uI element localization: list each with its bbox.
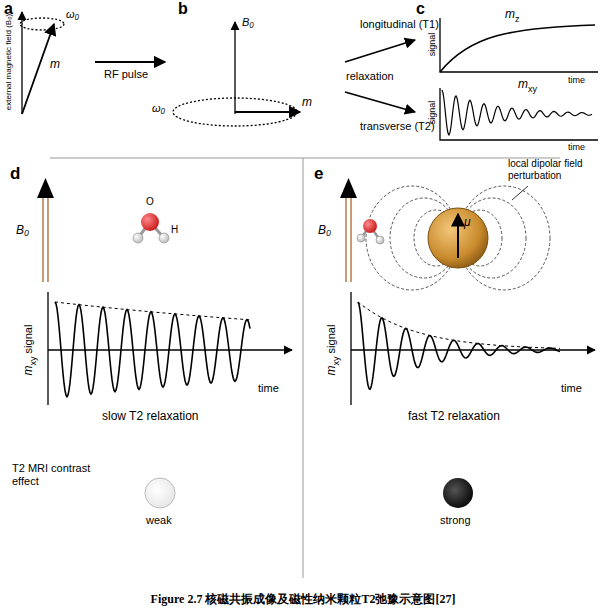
divider [50,158,560,159]
mxy-wave [358,302,560,389]
hydrogen-atom [159,233,169,243]
panel-letter: c [416,0,425,18]
atom-label: H [171,224,178,236]
text-group: mxy signal [18,325,39,376]
axis-label: time [561,382,582,395]
text-group: mz [505,4,520,25]
panel-letter: b [178,0,188,18]
signal-subscript: z [515,14,520,24]
plot-axis [47,292,48,405]
b0-axis [234,22,235,114]
precession-orbit [20,18,64,30]
text-group: mxy [518,74,537,95]
axis-label: time [568,75,585,85]
axis-label: B₀ [16,224,29,238]
plot-axis [350,292,351,405]
signal-name: m [518,77,528,91]
text-group: signal [421,33,439,60]
signal-name: m [505,7,515,21]
mz-curve [440,25,595,72]
panel-letter: d [10,164,20,184]
contrast-label: weak [146,514,172,527]
signal-subscript: xy [331,356,341,365]
dipole-field-lines [366,186,550,290]
relaxation-label: relaxation [346,70,394,83]
relaxation-caption: fast T2 relaxation [408,410,500,424]
oxygen-atom [363,219,377,233]
moment-label: μ [464,216,471,230]
envelope [55,302,250,320]
b0-arrow [350,196,351,282]
panel-letter: e [314,164,323,184]
drawing-part [20,12,598,578]
row-label: T2 MRI contrast effect [12,462,112,487]
figure-caption: Figure 2.7 核磁共振成像及磁性纳米颗粒T2弛豫示意图[27] [0,591,606,608]
strong-contrast-dot [443,478,473,508]
relax-arrow [345,92,415,112]
signal-name: m [21,365,35,375]
vector-label: m [302,96,312,110]
axis-label: signal [325,325,337,354]
moment-arrow [457,214,459,258]
rf-arrow [95,61,165,63]
relaxation-caption: slow T2 relaxation [102,410,199,424]
weak-contrast-dot [145,478,175,508]
b0-arrow [345,196,346,282]
signal-subscript: xy [28,356,38,365]
frequency-label: ω₀ [66,8,79,21]
contrast-label: strong [440,514,471,527]
envelope [358,302,560,348]
relaxation-type: longitudinal (T1) [360,18,439,31]
b0-arrowhead [37,178,54,198]
step-label: RF pulse [104,68,148,81]
signal-subscript: xy [528,84,537,94]
b0-arrow [42,196,43,282]
vector-label: m [50,58,60,72]
b0-axis [21,12,22,114]
hydrogen-atom [357,234,365,242]
relaxation-type: transverse (T2) [360,120,435,133]
axis-label: signal [427,33,437,57]
signal-name: m [324,365,338,375]
atom-label: O [146,196,154,208]
axis-label: time [568,142,585,152]
mxy-wave [442,90,592,135]
nanoparticle [428,208,488,268]
plot-axes [440,18,598,72]
magnetization-vector [235,111,300,113]
hydrogen-atom [133,233,143,243]
oxygen-atom [141,213,159,231]
mxy-wave [55,302,250,397]
frequency-label: ω₀ [152,102,165,115]
text-group: signal [421,101,439,128]
axis-label: time [258,382,279,395]
axis-label: signal [22,325,34,354]
magnetization-vector [22,24,54,114]
axis-label: signal [427,101,437,125]
divider [303,158,304,578]
leader-line [512,186,528,200]
axis-label: external magnetic field (B₀) [4,14,13,110]
callout-label: local dipolar field perturbation [508,158,603,181]
b0-arrowhead [340,178,357,198]
plot-axes [440,88,598,140]
b0-arrow [47,196,48,282]
relax-arrow [345,40,415,62]
axis-label: B₀ [318,224,331,238]
text-group: mxy signal [321,325,342,376]
hydrogen-atom [376,236,384,244]
axis-label: B₀ [242,16,254,29]
